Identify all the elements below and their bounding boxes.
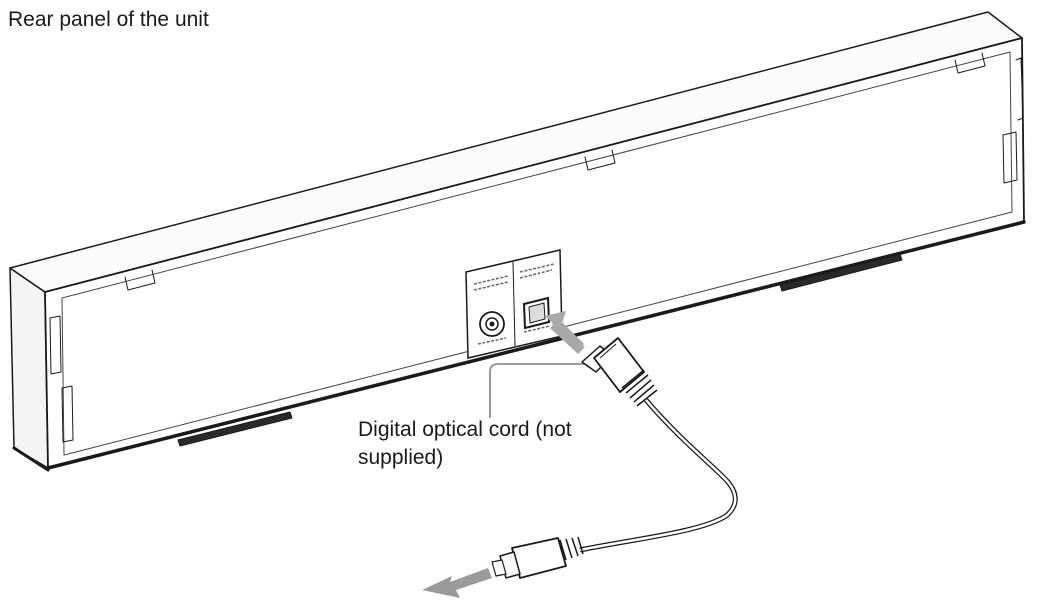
right-bracket: [1002, 131, 1018, 184]
unit-rear-inner-border: [61, 51, 1013, 456]
unit-bottom-edge: [46, 220, 1026, 470]
cord-label-line2: supplied): [358, 446, 444, 469]
foot-right: [779, 253, 903, 292]
cord-label: Digital optical cord (not supplied): [358, 416, 658, 472]
cord-label-line1: Digital optical cord (not: [358, 418, 572, 441]
optical-plug-upper: [581, 337, 658, 407]
foot-left: [177, 411, 293, 447]
diagram-title: Rear panel of the unit: [8, 8, 209, 31]
unit-body: [9, 11, 1026, 472]
left-bracket: [49, 315, 62, 375]
unit-rear-face: [44, 37, 1025, 469]
optical-jack: [522, 296, 551, 330]
label-leader-line: [489, 363, 598, 418]
coaxial-jack: [479, 311, 505, 337]
direction-arrow: [422, 568, 492, 598]
optical-plug-lower: [491, 536, 584, 579]
unit-left-end: [9, 267, 49, 469]
